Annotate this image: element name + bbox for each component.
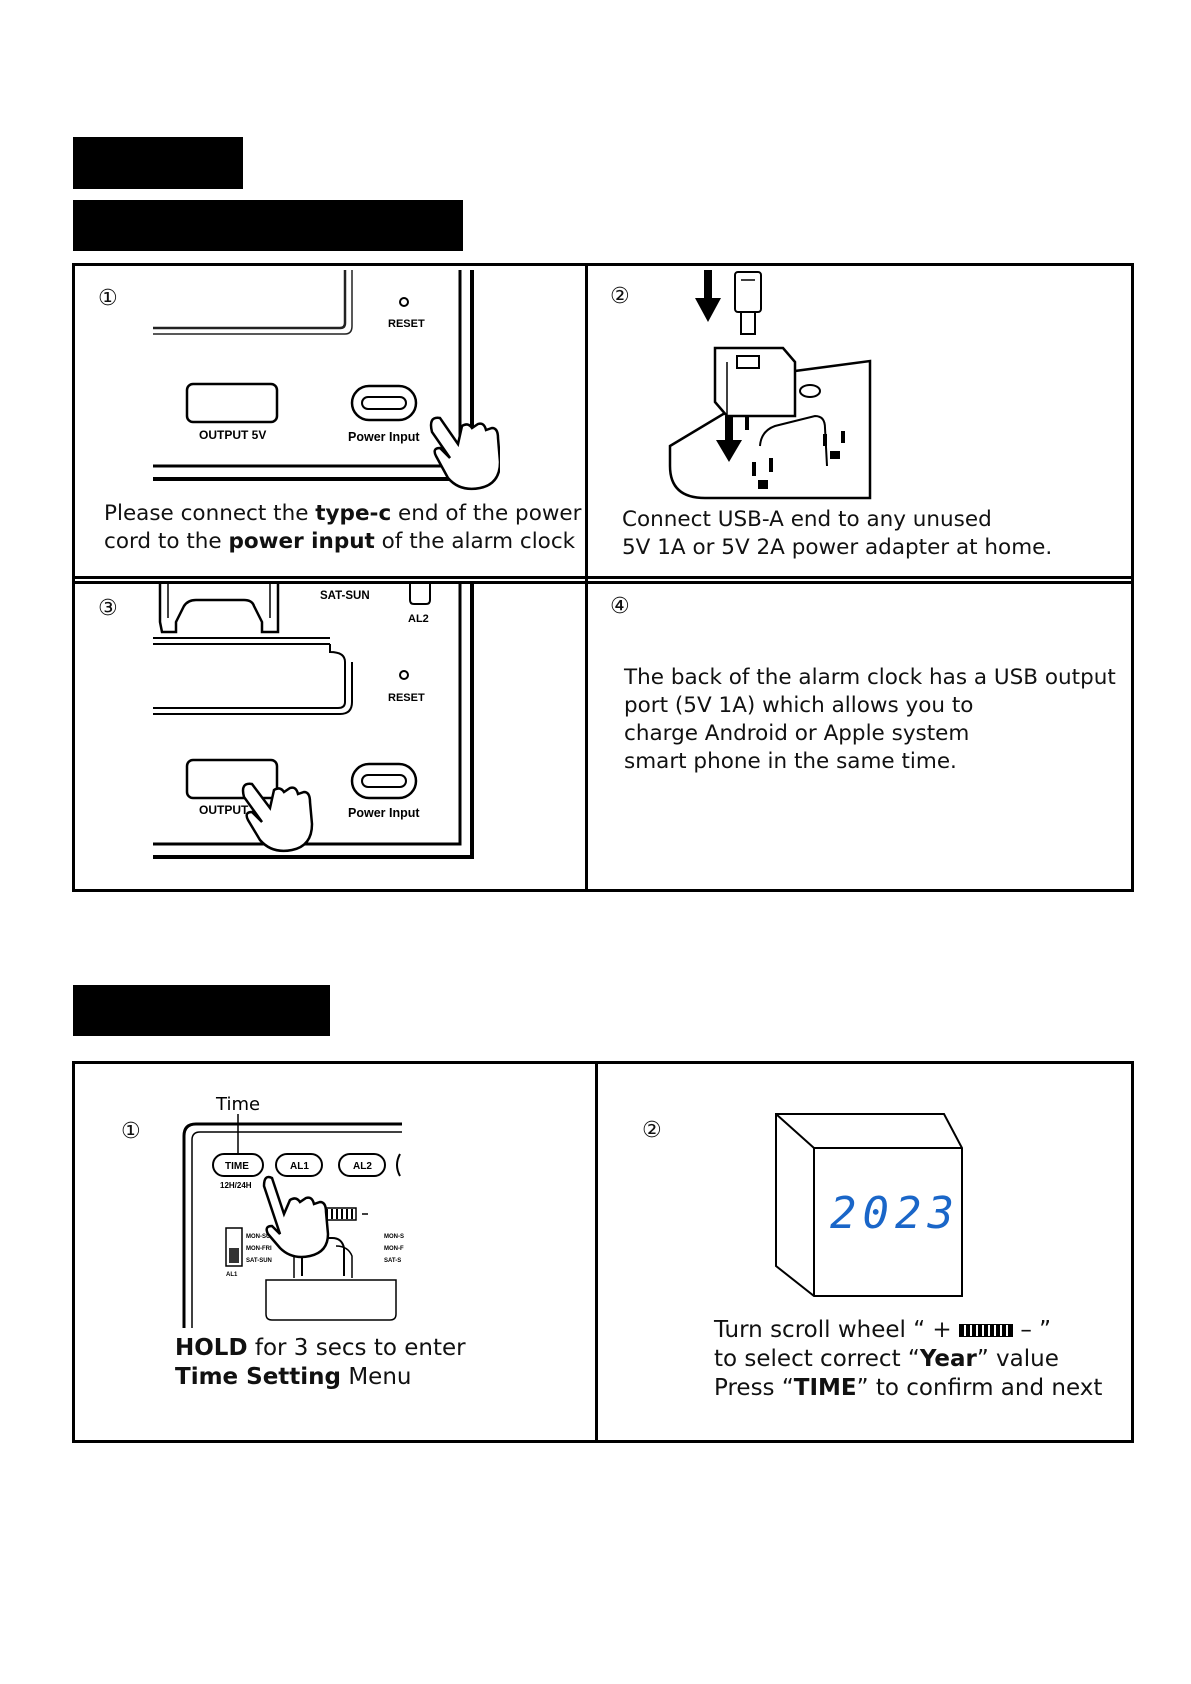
- pointing-hand-icon: [262, 1175, 330, 1259]
- year-display: 2023: [830, 1188, 960, 1239]
- al2-button-label: AL2: [353, 1161, 372, 1172]
- sat-sun-label: SAT-SUN: [320, 590, 370, 602]
- al1-button-label: AL1: [290, 1161, 309, 1172]
- step-number: ①: [98, 286, 118, 311]
- power-input-label: Power Input: [348, 806, 420, 820]
- al1-label: AL1: [226, 1272, 238, 1278]
- sat-sun-label: SAT-SUN: [246, 1258, 272, 1264]
- power-input-label: Power Input: [348, 430, 420, 444]
- mon-label: MON-F: [384, 1246, 404, 1252]
- section-heading-bar: [73, 985, 330, 1036]
- step-number: ④: [610, 594, 630, 619]
- reset-label: RESET: [388, 692, 425, 704]
- section-heading-bar: [73, 137, 243, 189]
- cube-clock-display-illustration: [775, 1113, 963, 1297]
- al2-label: AL2: [408, 613, 429, 625]
- step-instruction: Connect USB-A end to any unused 5V 1A or…: [622, 507, 1053, 560]
- mode-label: 12H/24H: [220, 1181, 252, 1190]
- step-instruction: HOLD for 3 secs to enter Time Setting Me…: [175, 1335, 466, 1390]
- step-number: ①: [121, 1119, 141, 1144]
- step-instruction: Please connect the type-c end of the pow…: [104, 501, 582, 554]
- reset-label: RESET: [388, 318, 425, 330]
- clock-back-panel-illustration: RESET OUTPUT 5V Power Input: [153, 270, 500, 491]
- time-caption: Time: [215, 1094, 260, 1115]
- step-number: ③: [98, 596, 118, 621]
- clock-usb-output-illustration: SAT-SUN AL2 RESET OUTPUT 5V Power Input: [153, 582, 474, 859]
- time-button-hold-illustration: Time TIME AL1 AL2 12H/24H MON-SUN MON-FR…: [182, 1094, 404, 1328]
- mon-fri-label: MON-FRI: [246, 1246, 272, 1252]
- step-instruction: Turn scroll wheel “ + – ” to select corr…: [714, 1317, 1103, 1401]
- section-subheading-bar: [73, 200, 463, 251]
- scroll-wheel-icon: [959, 1324, 1014, 1337]
- step-number: ②: [642, 1118, 662, 1143]
- step-number: ②: [610, 284, 630, 309]
- mon-label: MON-S: [384, 1234, 404, 1240]
- step-instruction: The back of the alarm clock has a USB ou…: [624, 665, 1116, 774]
- output-5v-label: OUTPUT 5V: [199, 428, 266, 442]
- mon-sun-label: MON-SUN: [246, 1234, 275, 1240]
- time-button-label: TIME: [225, 1161, 249, 1172]
- usb-adapter-outlet-illustration: [668, 270, 872, 500]
- pointing-hand-icon: [241, 782, 314, 853]
- pointing-hand-icon: [429, 416, 500, 491]
- sat-label: SAT-S: [384, 1258, 401, 1264]
